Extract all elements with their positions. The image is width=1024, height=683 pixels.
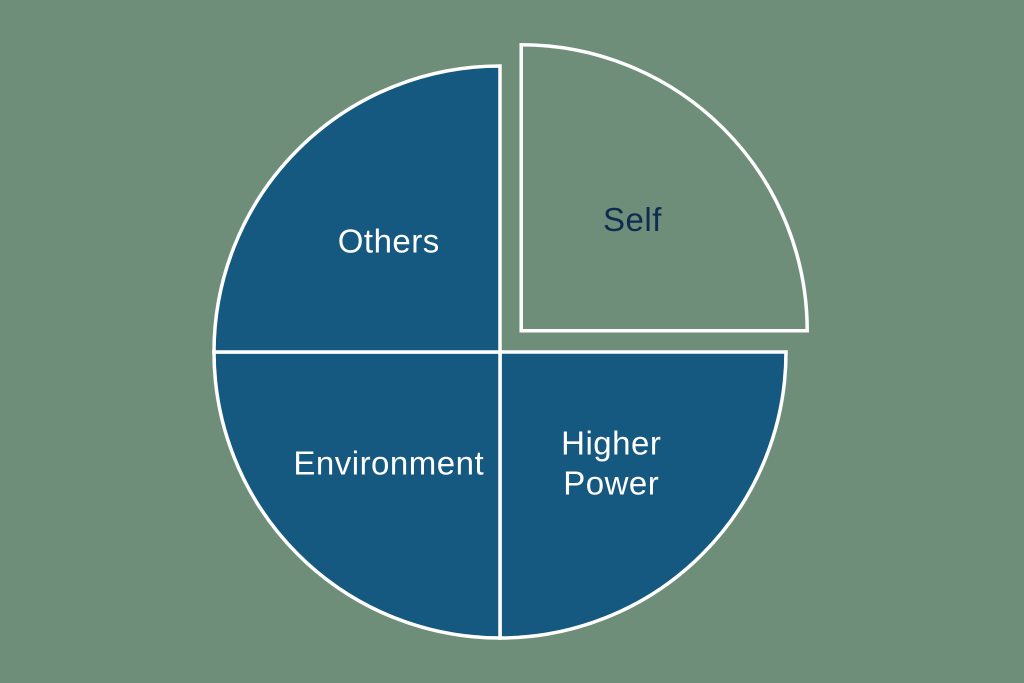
- pie-slice-higher-power: [498, 350, 788, 640]
- pie-slice-environment: [212, 350, 502, 640]
- slice-label-environment: Environment: [293, 445, 484, 482]
- pie-slice-self: [519, 43, 809, 333]
- pie-slice-others: [212, 64, 502, 354]
- slice-label-others: Others: [338, 222, 440, 259]
- slice-label-self: Self: [603, 201, 662, 238]
